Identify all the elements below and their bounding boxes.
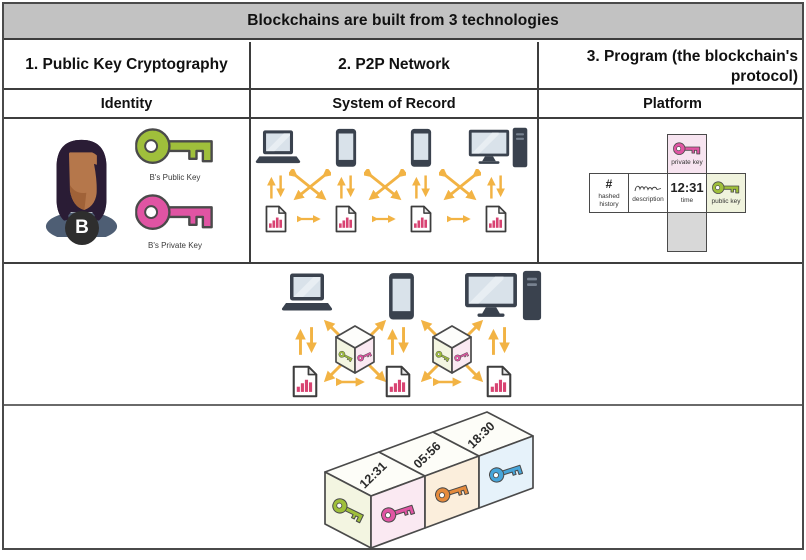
desktop-monitor-icon xyxy=(468,129,510,164)
cross-arrows-icon xyxy=(296,176,324,199)
ledger-document-icon xyxy=(486,365,512,398)
private-key-icon xyxy=(673,142,701,157)
p2p-network-cell xyxy=(249,119,537,262)
ledger-document-icon xyxy=(335,205,357,233)
network-row xyxy=(4,264,802,406)
ledger-document-icon xyxy=(410,205,432,233)
p2p-network-graphic xyxy=(255,127,528,233)
up-down-arrows-icon xyxy=(491,175,500,198)
title-row: Blockchains are built from 3 technologie… xyxy=(4,4,802,40)
block-cube-icon xyxy=(423,322,481,380)
program-cell: private key # hashed history description… xyxy=(537,119,806,262)
ledger-document-icon xyxy=(265,205,287,233)
desktop-monitor-icon xyxy=(465,273,517,317)
private-key-label: B's Private Key xyxy=(148,241,202,250)
public-key-icon xyxy=(135,127,215,170)
unfolded-cube-blank-face xyxy=(667,212,707,252)
ledger-document-icon xyxy=(385,365,411,398)
hash-symbol: # xyxy=(605,177,613,191)
up-down-arrows-icon xyxy=(341,175,350,198)
program-title-line2: protocol) xyxy=(730,68,798,85)
subtitle-row: Identity System of Record Platform xyxy=(4,90,802,119)
chain-row: 12:31 05:56 18:30 xyxy=(4,407,802,550)
cross-arrows-icon xyxy=(371,176,399,199)
subtitle-platform: Platform xyxy=(537,90,806,117)
laptop-icon xyxy=(255,130,301,164)
blockchain-table: Blockchains are built from 3 technologie… xyxy=(2,2,804,550)
unfolded-cube-description-face: description xyxy=(628,173,668,213)
unfolded-cube-public-key-face: public key xyxy=(706,173,746,213)
up-down-arrows-icon xyxy=(392,327,403,355)
computer-tower-icon xyxy=(522,270,542,321)
private-key-icon xyxy=(135,193,215,236)
public-key-label: B's Public Key xyxy=(149,173,201,182)
up-down-arrows-icon xyxy=(271,175,280,198)
ledger-blocks-graphic: 12:31 05:56 18:30 xyxy=(324,410,534,549)
ledger-document-icon xyxy=(485,205,507,233)
cross-arrows-icon xyxy=(446,176,474,199)
unfolded-cube-hashed-history-face: # hashed history xyxy=(589,173,629,213)
public-key-face-label: public key xyxy=(711,197,741,205)
private-key-face-label: private key xyxy=(671,158,703,166)
column-title-row: 1. Public Key Cryptography 2. P2P Networ… xyxy=(4,42,802,90)
public-key-icon xyxy=(712,181,740,196)
subtitle-identity: Identity xyxy=(100,95,153,112)
description-label: description xyxy=(632,196,664,204)
program-title-line1: 3. Program (the blockchain's xyxy=(586,48,798,65)
phone-icon xyxy=(389,273,414,320)
blockchain-network-graphic xyxy=(281,270,542,398)
ledger-document-icon xyxy=(292,365,318,398)
unfolded-cube-time-face: 12:31 time xyxy=(667,173,707,213)
up-down-arrows-icon xyxy=(300,327,311,355)
page-title: Blockchains are built from 3 technologie… xyxy=(247,12,559,29)
subtitle-system-of-record: System of Record xyxy=(249,90,537,117)
phone-icon xyxy=(410,128,432,167)
up-down-arrows-icon xyxy=(416,175,425,198)
unfolded-cube-private-key-face: private key xyxy=(667,134,707,174)
column-title-public-key-cryptography: 1. Public Key Cryptography xyxy=(25,56,228,73)
identity-cell: B B's Public Key B's Private Key xyxy=(4,119,249,262)
laptop-icon xyxy=(281,273,333,311)
illustration-row: B B's Public Key B's Private Key xyxy=(4,119,802,264)
column-title-program: 3. Program (the blockchain's protocol) xyxy=(537,42,806,88)
hashed-history-label: hashed history xyxy=(598,193,620,208)
time-label: time xyxy=(680,197,694,205)
computer-tower-icon xyxy=(512,127,528,168)
block-cube-icon xyxy=(326,322,384,380)
up-down-arrows-icon xyxy=(493,327,504,355)
column-title-p2p-network: 2. P2P Network xyxy=(249,42,537,88)
avatar-initial: B xyxy=(75,217,89,238)
phone-icon xyxy=(335,128,357,167)
time-value: 12:31 xyxy=(670,180,704,196)
avatar-initial-badge: B xyxy=(65,211,99,245)
handwriting-scribble-icon xyxy=(634,186,662,192)
